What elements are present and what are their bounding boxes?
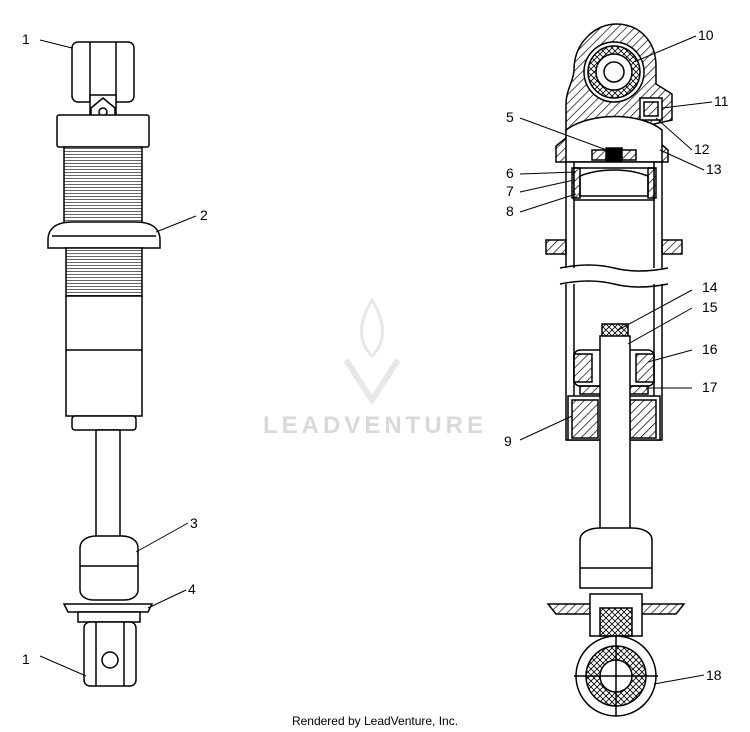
spring-collar [47, 221, 161, 249]
callout-18: 18 [706, 667, 722, 683]
left-leaders [39, 39, 197, 677]
body-bottom-cap [71, 415, 137, 431]
callout-labels: 1 2 3 4 1 10 11 5 12 6 13 7 8 14 15 16 1… [22, 27, 729, 683]
threaded-body-lower [65, 247, 143, 297]
lower-spring-seat [62, 603, 154, 623]
bump-stop [79, 535, 139, 601]
callout-4: 4 [188, 581, 196, 597]
right-leaders [519, 35, 713, 685]
top-mount-eye [71, 41, 135, 103]
shock-body [65, 295, 143, 417]
watermark: LEADVENTURE [263, 297, 487, 439]
cutaway-bump-stop [579, 527, 653, 589]
bottom-mount-eye [83, 621, 137, 687]
callout-6: 6 [506, 165, 514, 181]
callout-2: 2 [200, 207, 208, 223]
tube-break [560, 268, 668, 284]
callout-7: 7 [506, 183, 514, 199]
callout-12: 12 [694, 141, 710, 157]
floating-piston [571, 167, 657, 201]
cutaway-bottom-eye [574, 635, 658, 717]
shaft [95, 429, 121, 541]
watermark-text: LEADVENTURE [263, 412, 487, 439]
callout-9: 9 [504, 433, 512, 449]
callout-14: 14 [702, 279, 718, 295]
callout-5: 5 [506, 109, 514, 125]
callout-1-bottom: 1 [22, 651, 30, 667]
callout-1-top: 1 [22, 31, 30, 47]
cutaway-lower-seat [546, 593, 686, 637]
exterior-view [47, 41, 161, 687]
callout-10: 10 [698, 27, 714, 43]
side-collar [545, 239, 683, 255]
callout-13: 13 [706, 161, 722, 177]
render-credit: Rendered by LeadVenture, Inc. [291, 714, 459, 728]
top-cap [56, 114, 150, 148]
callout-8: 8 [506, 203, 514, 219]
callout-11: 11 [714, 93, 729, 109]
flame-logo-icon [343, 297, 401, 406]
inner-cap [565, 115, 663, 163]
callout-15: 15 [702, 299, 718, 315]
callout-16: 16 [702, 341, 718, 357]
threaded-body-upper [63, 146, 143, 228]
callout-3: 3 [190, 515, 198, 531]
callout-17: 17 [702, 379, 718, 395]
cutaway-view [545, 23, 686, 717]
piston-shaft [599, 335, 631, 537]
